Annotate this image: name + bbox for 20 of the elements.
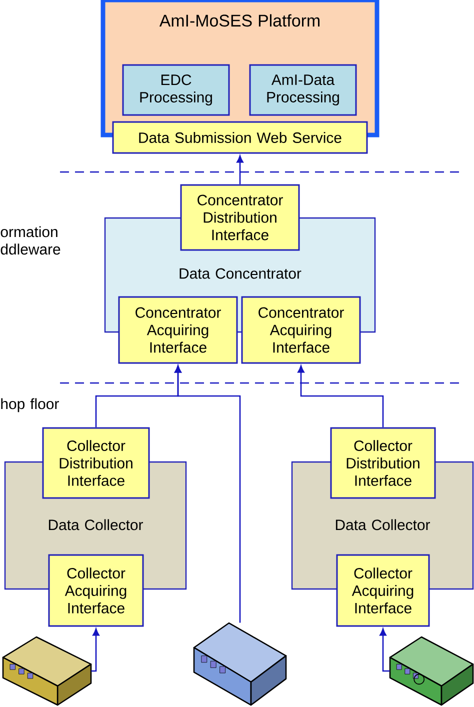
device-drawing xyxy=(389,636,474,706)
interface-box: Collector Acquiring Interface xyxy=(336,554,430,627)
arrow xyxy=(380,628,390,672)
interface-box: Collector Distribution Interface xyxy=(42,427,150,499)
layer-label: ormation ddleware xyxy=(0,226,60,255)
interface-box: Collector Acquiring Interface xyxy=(48,554,144,627)
arrow xyxy=(91,628,100,672)
processing-box: EDC Processing xyxy=(122,64,230,116)
device-drawing xyxy=(2,636,92,706)
interface-box: Concentrator Acquiring Interface xyxy=(241,296,361,364)
arrow xyxy=(236,155,244,184)
interface-box: Collector Distribution Interface xyxy=(330,427,436,499)
interface-box: Concentrator Distribution Interface xyxy=(180,184,300,251)
arrow xyxy=(298,365,384,428)
layer-label: hop floor xyxy=(1,398,59,412)
arrow xyxy=(174,365,241,623)
interface-box: Concentrator Acquiring Interface xyxy=(118,296,238,364)
service-box: Data Submission Web Service xyxy=(112,121,368,154)
device-drawing xyxy=(193,622,287,706)
processing-box: AmI-Data Processing xyxy=(249,64,357,116)
